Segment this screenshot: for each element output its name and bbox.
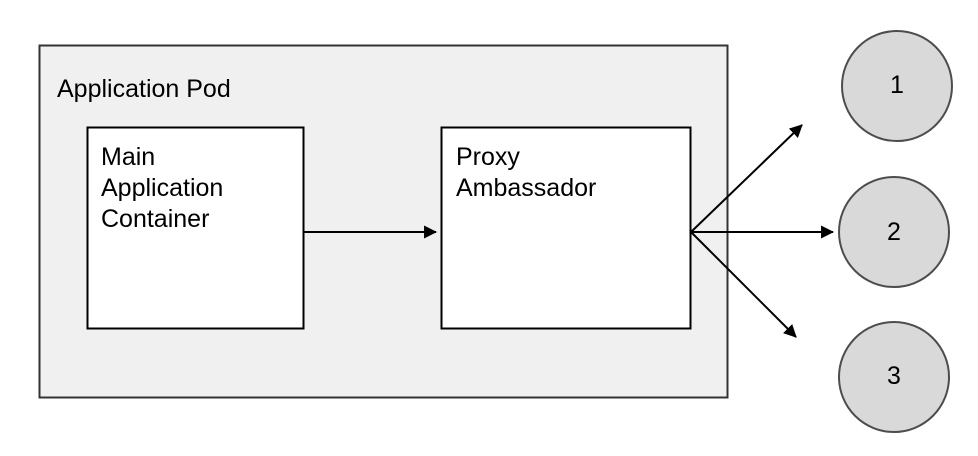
service-label-3: 3 — [887, 362, 901, 390]
main-application-container-label: Main Application Container — [101, 143, 224, 233]
service-label-1: 1 — [890, 71, 904, 99]
service-circle-3 — [838, 321, 950, 433]
application-pod-title: Application Pod — [57, 75, 231, 103]
service-circle-1 — [841, 30, 953, 142]
proxy-ambassador-label: Proxy Ambassador — [456, 143, 597, 202]
service-label-2: 2 — [887, 218, 901, 246]
connector-proxy-to-service-1 — [690, 124, 803, 233]
connector-proxy-to-service-3 — [690, 231, 797, 338]
main-application-container-box — [86, 126, 305, 330]
proxy-ambassador-box — [440, 126, 692, 330]
service-circle-2 — [838, 176, 950, 288]
